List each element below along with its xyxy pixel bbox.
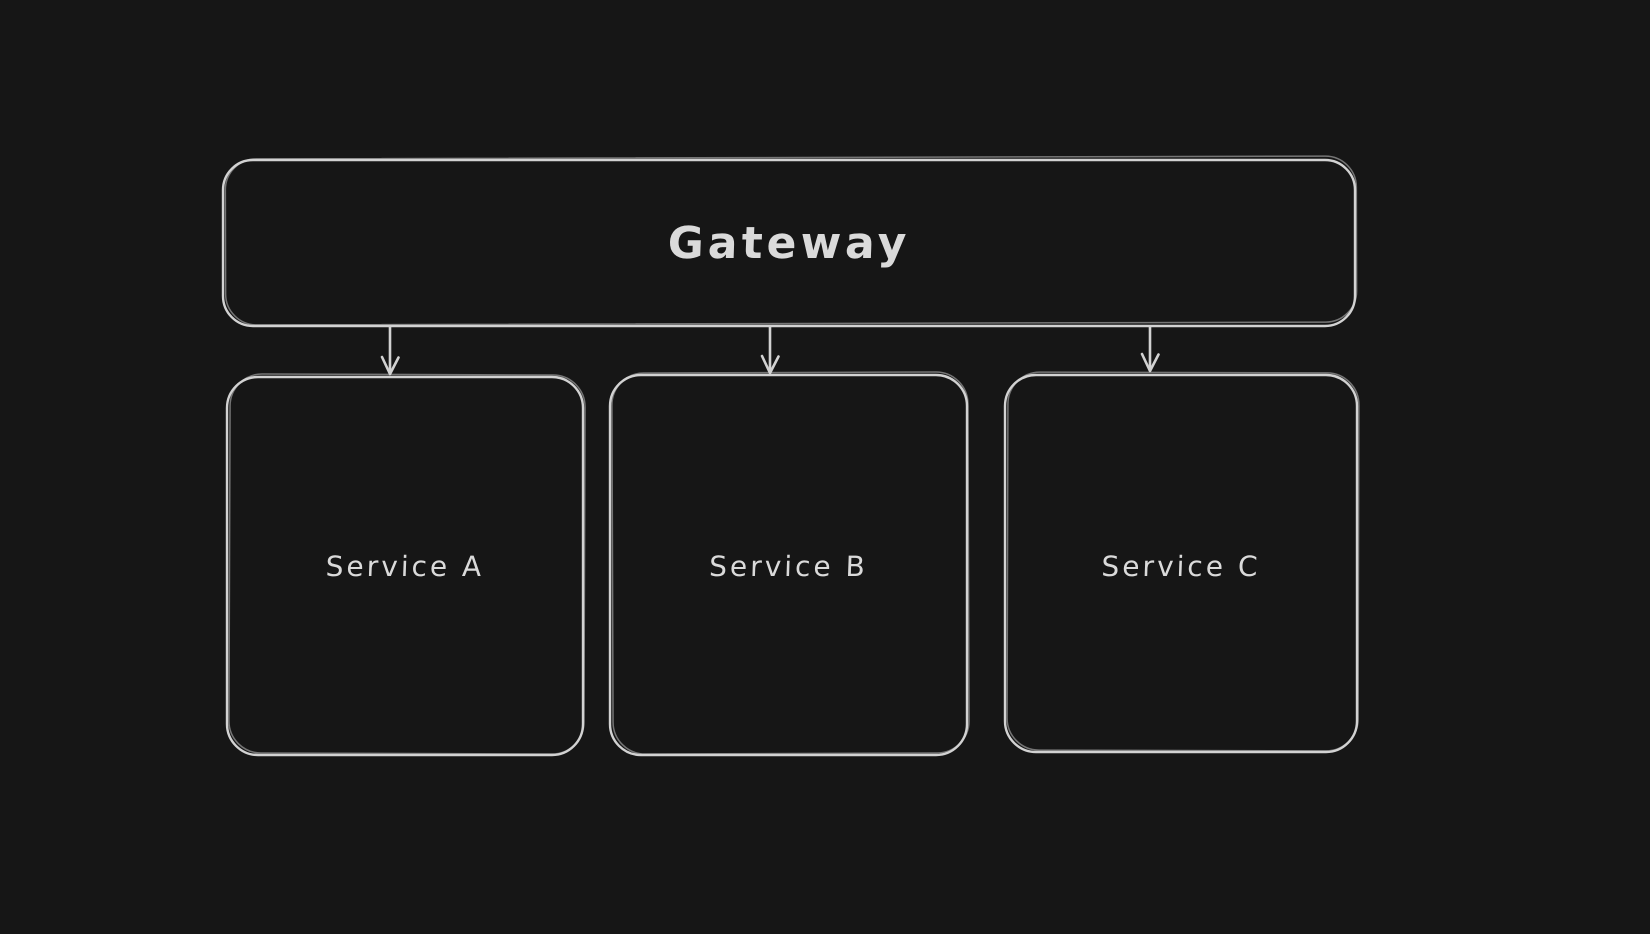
gateway-node-box [221,155,1358,328]
service-c-node-box [1003,371,1360,754]
arrow-gateway-to-service-c [1140,325,1160,373]
arrow-gateway-to-service-b [760,325,780,375]
service-a-node-box [225,373,586,757]
arrow-gateway-to-service-a [380,325,400,376]
service-b-node-box [608,371,970,757]
